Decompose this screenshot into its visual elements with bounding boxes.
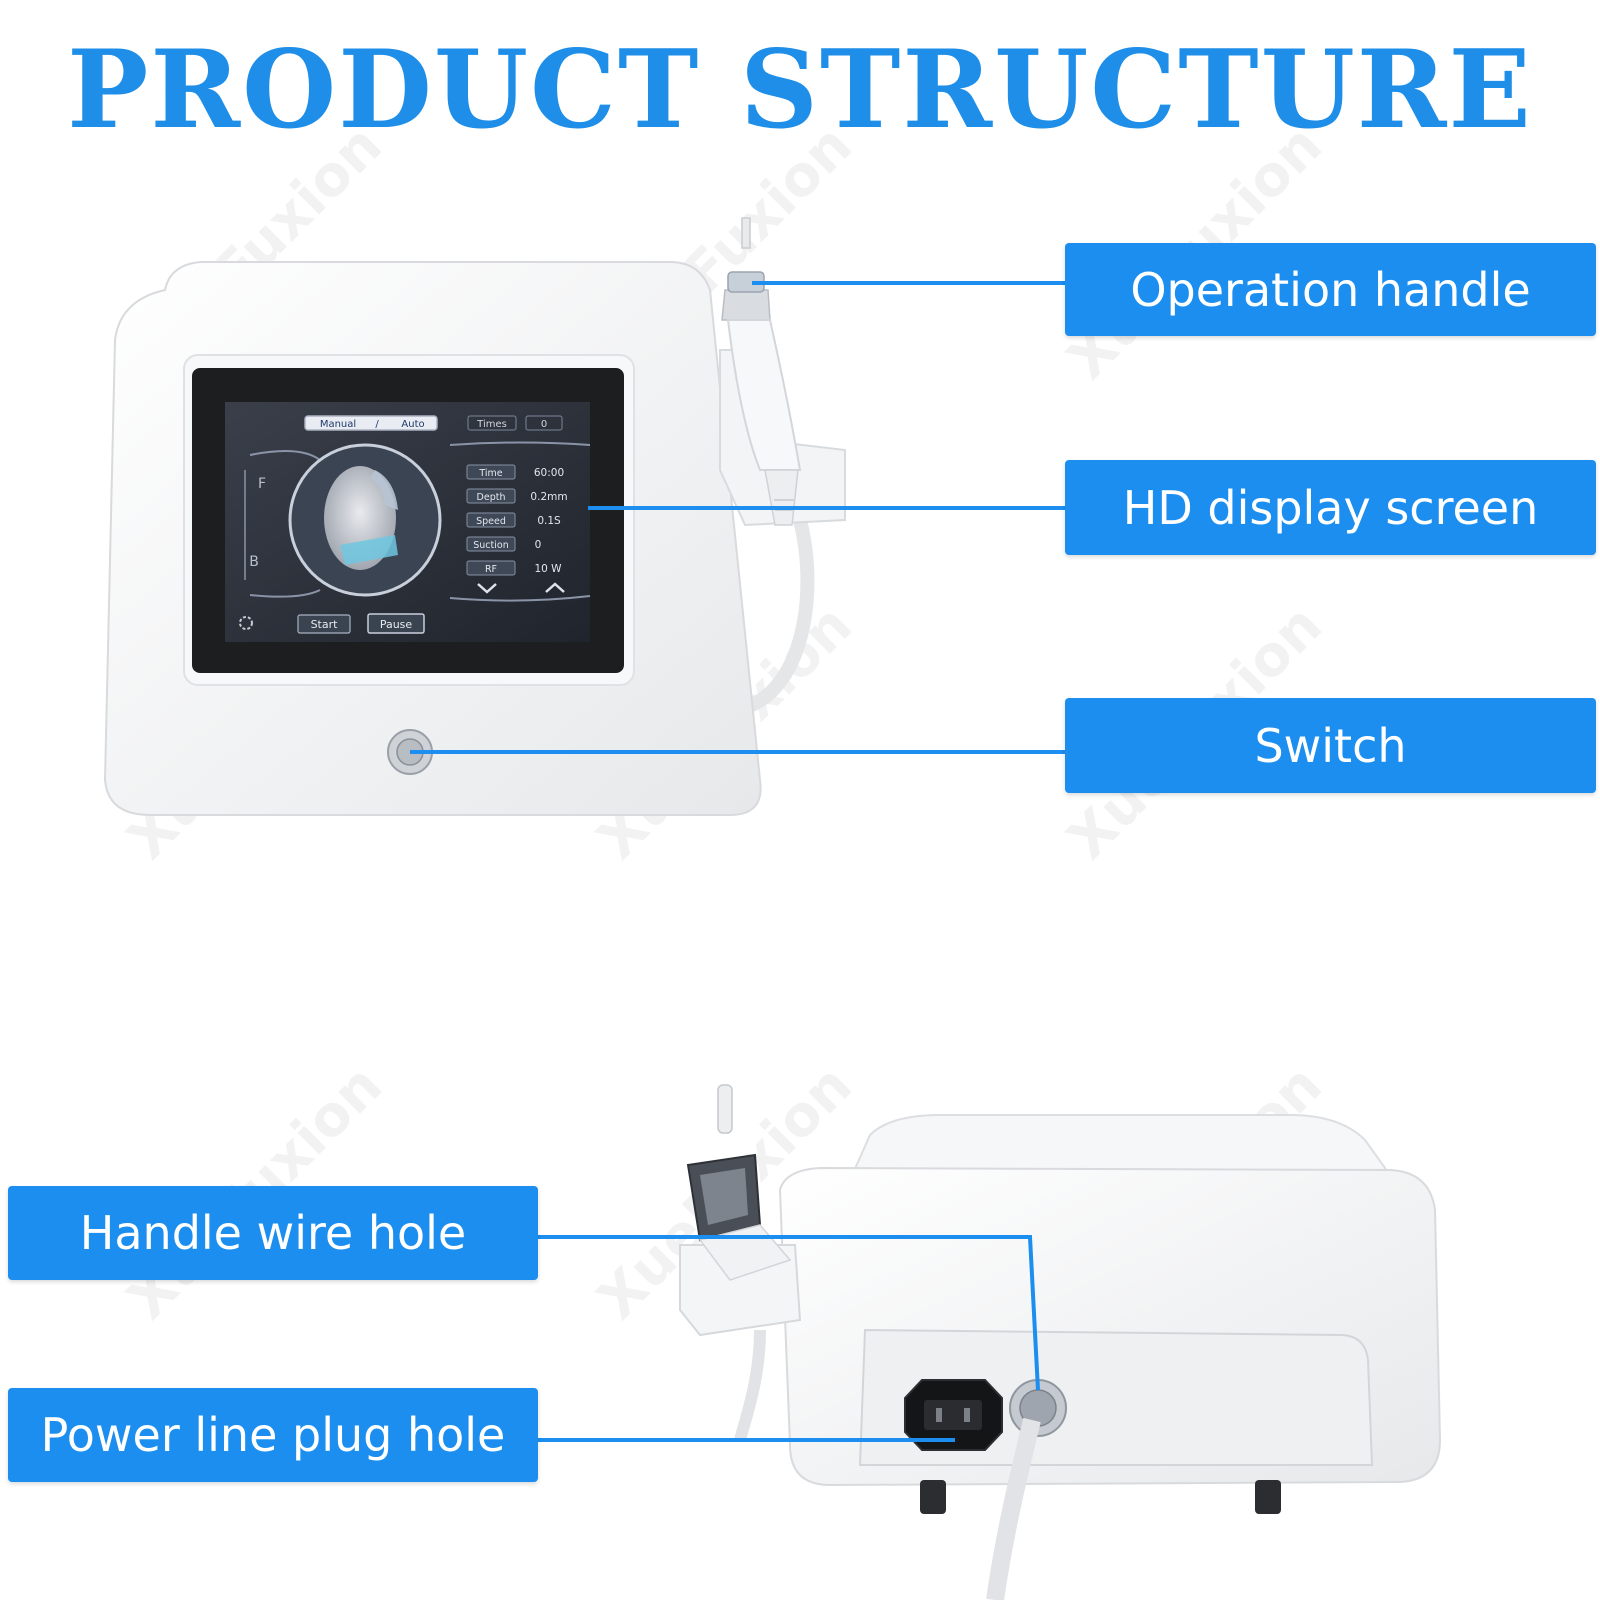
param-label: Suction xyxy=(473,540,508,551)
mode-toggle xyxy=(304,415,438,431)
mode-auto[interactable]: Auto xyxy=(401,419,424,430)
label-switch: Switch xyxy=(1065,698,1596,793)
back-device xyxy=(679,1084,1442,1600)
handle-wire-connector xyxy=(986,1379,1067,1600)
param-row: Depth 0.2mm xyxy=(466,488,568,504)
param-value: 60:00 xyxy=(534,467,564,479)
label-handle-wire-hole: Handle wire hole xyxy=(8,1186,538,1280)
callout-lines xyxy=(410,281,1065,1442)
label-power-plug-hole: Power line plug hole xyxy=(8,1388,538,1482)
operation-handle xyxy=(721,217,802,526)
start-button[interactable]: Start xyxy=(311,618,339,631)
param-label: RF xyxy=(485,564,497,575)
times-value: 0 xyxy=(541,419,547,430)
param-value: 0.2mm xyxy=(530,491,567,503)
front-device: Manual / Auto Times 0 F B Time 60:00 Dep… xyxy=(103,217,846,816)
line-handle-wire-hole xyxy=(538,1235,1040,1391)
mode-manual[interactable]: Manual xyxy=(320,419,356,430)
times-label: Times xyxy=(476,419,507,430)
param-value: 0 xyxy=(535,539,542,551)
param-value: 10 W xyxy=(534,563,562,575)
handle-cable xyxy=(728,513,815,717)
param-label: Speed xyxy=(476,516,506,527)
param-row: RF 10 W xyxy=(466,560,562,576)
chevron-up-icon xyxy=(545,582,565,593)
side-f: F xyxy=(258,476,266,492)
mode-separator: / xyxy=(375,419,379,430)
chevron-down-icon xyxy=(477,583,497,594)
param-row: Time 60:00 xyxy=(466,464,564,480)
param-row: Speed 0.1S xyxy=(466,512,561,528)
side-b: B xyxy=(249,554,259,570)
power-socket xyxy=(904,1379,1003,1451)
param-value: 0.1S xyxy=(537,515,561,527)
label-display-screen: HD display screen xyxy=(1065,460,1596,555)
gear-icon xyxy=(239,616,253,630)
param-label: Time xyxy=(478,468,502,479)
param-row: Suction 0 xyxy=(466,536,542,552)
page-title: PRODUCT STRUCTURE xyxy=(67,27,1533,153)
label-operation-handle: Operation handle xyxy=(1065,243,1596,336)
pause-button[interactable]: Pause xyxy=(380,618,413,631)
param-label: Depth xyxy=(477,492,506,503)
